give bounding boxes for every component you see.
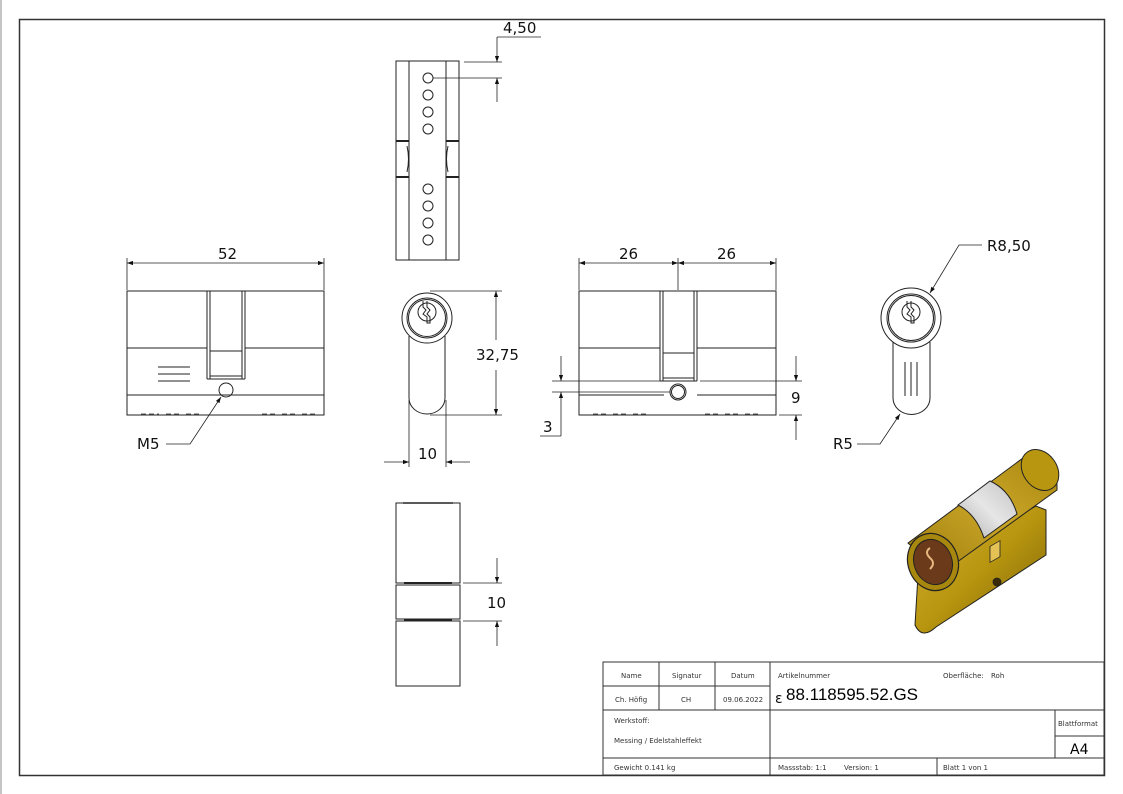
dim-width-10: 10 (418, 445, 437, 463)
tb-article-label: Artikelnummer (778, 672, 830, 680)
tb-header-name: Name (621, 672, 642, 680)
dim-hole-height-9: 9 (791, 389, 801, 407)
tb-version: Version: 1 (844, 764, 879, 772)
callout-thread-m5: M5 (137, 435, 160, 453)
pin-holes-lower (422, 183, 434, 246)
tb-sheet-format-label: Blattformat (1058, 720, 1098, 728)
dim-pin-offset: 4,50 (503, 19, 536, 37)
drawing-frame (18, 18, 1106, 777)
dim-height-32-75: 32,75 (476, 346, 519, 364)
tb-value-signature: CH (681, 696, 691, 704)
dim-radius-r5: R5 (833, 435, 853, 453)
front-view-right (540, 258, 802, 440)
tb-header-date: Datum (731, 672, 755, 680)
tb-header-signature: Signatur (672, 672, 702, 680)
dim-cam-width-10: 10 (487, 594, 506, 612)
tb-material-value: Messing / Edelstahleffekt (614, 737, 702, 745)
dim-right-half-26: 26 (717, 245, 736, 263)
top-view (395, 36, 541, 261)
tb-article-number: 88.118595.52.GS (786, 685, 918, 704)
tb-value-date: 09.06.2022 (723, 696, 763, 704)
dim-radius-r8-50: R8,50 (987, 237, 1031, 255)
dim-length-52: 52 (218, 245, 237, 263)
bottom-view (395, 502, 502, 687)
profile-view-right (857, 244, 982, 445)
tb-sheet-format-value: A4 (1070, 742, 1089, 758)
isometric-view (906, 449, 1060, 634)
tb-scale: Massstab: 1:1 (778, 764, 827, 772)
title-block (602, 661, 1105, 776)
tb-surface-label: Oberfläche: (943, 672, 984, 680)
dim-left-half-26: 26 (619, 245, 638, 263)
front-view-left (126, 258, 325, 445)
tb-article-prefix: ε (775, 691, 783, 707)
dim-hole-offset-3: 3 (543, 418, 553, 436)
side-profile-view (384, 290, 502, 467)
tb-sheet-count: Blatt 1 von 1 (943, 764, 988, 772)
tb-weight: Gewicht 0.141 kg (614, 764, 675, 772)
tb-surface-value: Roh (991, 672, 1004, 680)
tb-value-name: Ch. Höfig (615, 696, 647, 704)
pin-holes-upper (422, 72, 434, 135)
tb-material-label: Werkstoff: (614, 717, 650, 725)
